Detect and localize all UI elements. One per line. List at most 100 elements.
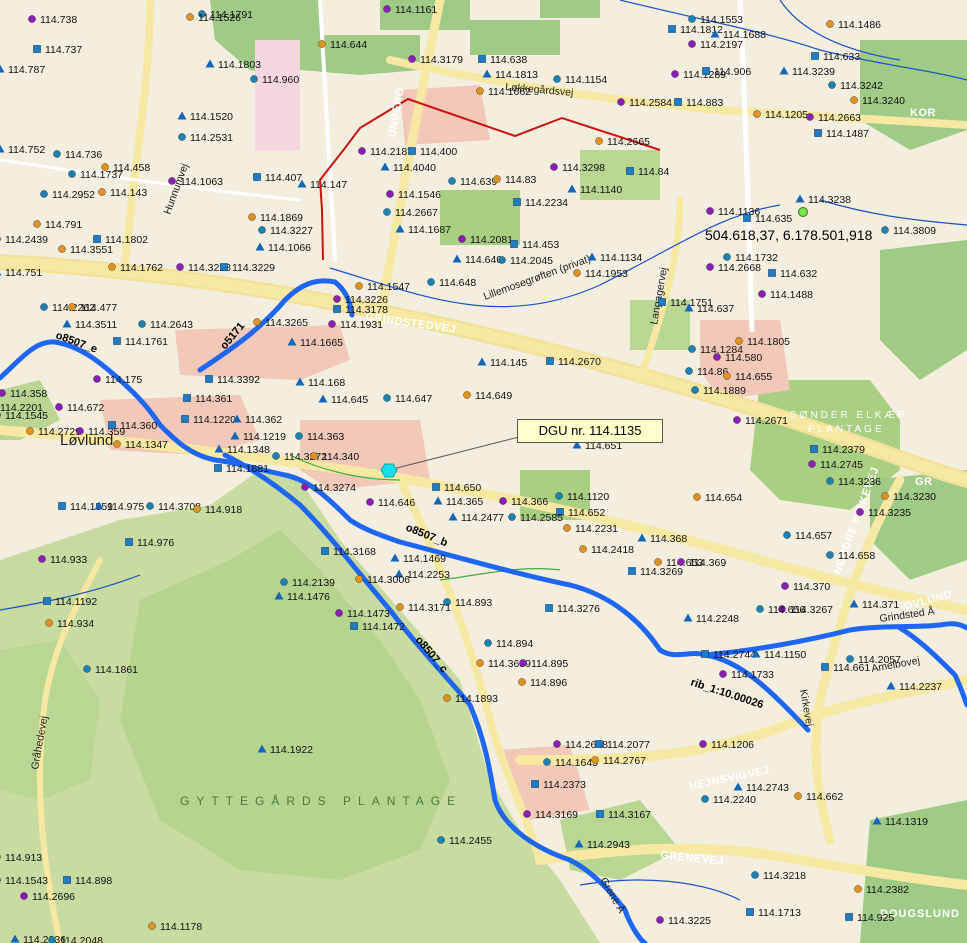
- well[interactable]: 114.1319: [872, 816, 929, 828]
- well[interactable]: 114.3169: [523, 809, 578, 821]
- well-blue-marker[interactable]: [691, 386, 699, 394]
- well-square-marker[interactable]: [113, 337, 121, 345]
- well[interactable]: 114.2382: [854, 884, 909, 896]
- well-purple-marker[interactable]: [333, 295, 341, 303]
- well[interactable]: 114.737: [33, 44, 83, 56]
- well-purple-marker[interactable]: [408, 55, 416, 63]
- well[interactable]: 114.655: [723, 371, 772, 383]
- well[interactable]: 114.672: [55, 402, 104, 414]
- well-triangle-marker[interactable]: [0, 144, 5, 153]
- well-purple-marker[interactable]: [358, 147, 366, 155]
- well-blue-marker[interactable]: [826, 551, 834, 559]
- well[interactable]: 114.3006: [355, 574, 410, 586]
- well[interactable]: 114.1154: [553, 74, 607, 86]
- well-triangle-marker[interactable]: [257, 744, 267, 753]
- well[interactable]: 114.1812: [668, 24, 724, 36]
- well-orange-marker[interactable]: [355, 575, 363, 583]
- well-blue-marker[interactable]: [272, 452, 280, 460]
- well-purple-marker[interactable]: [550, 163, 558, 171]
- well-purple-marker[interactable]: [617, 98, 625, 106]
- well[interactable]: 114.84: [626, 166, 670, 178]
- well[interactable]: 114.975: [94, 501, 145, 513]
- well[interactable]: 114.752: [0, 144, 45, 156]
- well-purple-marker[interactable]: [713, 353, 721, 361]
- well-blue-marker[interactable]: [53, 150, 61, 158]
- well-orange-marker[interactable]: [493, 175, 501, 183]
- well-purple-marker[interactable]: [386, 190, 394, 198]
- well[interactable]: 114.1161: [383, 4, 437, 16]
- well[interactable]: 114.3227: [258, 225, 313, 237]
- well-square-marker[interactable]: [333, 305, 341, 313]
- well-blue-marker[interactable]: [198, 10, 206, 18]
- well-square-marker[interactable]: [205, 375, 213, 383]
- well[interactable]: 114.2077: [595, 739, 651, 751]
- well-triangle-marker[interactable]: [295, 377, 305, 386]
- well[interactable]: 114.934: [45, 618, 94, 630]
- well-orange-marker[interactable]: [753, 110, 761, 118]
- well-triangle-marker[interactable]: [482, 69, 492, 78]
- well-orange-marker[interactable]: [193, 505, 201, 513]
- well-orange-marker[interactable]: [33, 220, 41, 228]
- well-purple-marker[interactable]: [0, 235, 1, 242]
- well-blue-marker[interactable]: [553, 75, 561, 83]
- well[interactable]: 114.895: [519, 658, 568, 670]
- well-square-marker[interactable]: [183, 394, 191, 402]
- well-triangle-marker[interactable]: [574, 839, 584, 848]
- well-orange-marker[interactable]: [58, 245, 66, 253]
- well-purple-marker[interactable]: [808, 460, 816, 468]
- well[interactable]: 114.2668: [706, 262, 761, 274]
- well-square-marker[interactable]: [626, 167, 634, 175]
- well[interactable]: 114.1953: [573, 268, 628, 280]
- well[interactable]: 114.453: [510, 239, 560, 251]
- well[interactable]: 114.3298: [550, 162, 605, 174]
- well[interactable]: 114.1134: [587, 252, 643, 264]
- well[interactable]: 114.1761: [113, 336, 169, 348]
- well[interactable]: 114.896: [518, 677, 567, 689]
- well[interactable]: 114.1284: [688, 344, 743, 356]
- well[interactable]: 114.2663: [806, 112, 861, 124]
- well[interactable]: 114.645: [318, 394, 369, 406]
- well[interactable]: 114.1737: [68, 169, 123, 181]
- well-blue-marker[interactable]: [756, 605, 764, 613]
- well-purple-marker[interactable]: [671, 70, 679, 78]
- well-square-marker[interactable]: [43, 597, 51, 605]
- well[interactable]: 114.650: [432, 482, 482, 494]
- well[interactable]: 114.2201: [0, 402, 43, 414]
- well[interactable]: 114.359: [76, 426, 125, 438]
- well-triangle-marker[interactable]: [380, 162, 390, 171]
- well-purple-marker[interactable]: [706, 263, 714, 271]
- well-square-marker[interactable]: [181, 415, 189, 423]
- well-blue-marker[interactable]: [437, 836, 445, 844]
- well-orange-marker[interactable]: [248, 213, 256, 221]
- well-purple-marker[interactable]: [301, 483, 309, 491]
- well-purple-marker[interactable]: [719, 670, 727, 678]
- well-square-marker[interactable]: [845, 913, 853, 921]
- well-triangle-marker[interactable]: [684, 303, 694, 312]
- well[interactable]: 114.791: [33, 219, 82, 231]
- well-square-marker[interactable]: [702, 67, 710, 75]
- well[interactable]: 114.369: [677, 557, 726, 569]
- well[interactable]: 114.751: [0, 267, 42, 279]
- well[interactable]: 114.1553: [688, 14, 743, 26]
- well[interactable]: 114.3809: [881, 225, 936, 237]
- well[interactable]: 114.1520: [177, 111, 234, 123]
- well[interactable]: 114.1546: [386, 189, 441, 201]
- well[interactable]: 114.787: [0, 64, 45, 76]
- well-triangle-marker[interactable]: [297, 179, 307, 188]
- well-square-marker[interactable]: [811, 52, 819, 60]
- well-orange-marker[interactable]: [563, 524, 571, 532]
- well[interactable]: 114.1732: [723, 252, 778, 264]
- well[interactable]: 114.458: [101, 162, 150, 174]
- well[interactable]: 114.1751: [658, 297, 714, 309]
- well[interactable]: 114.648: [427, 277, 476, 289]
- well[interactable]: 114.2767: [591, 755, 646, 767]
- well[interactable]: 114.3168: [321, 546, 377, 558]
- well-blue-marker[interactable]: [688, 15, 696, 23]
- well[interactable]: 114.1869: [248, 212, 303, 224]
- well-purple-marker[interactable]: [76, 427, 84, 435]
- well[interactable]: 114.1472: [350, 621, 406, 633]
- well[interactable]: 114.1713: [746, 907, 802, 919]
- well[interactable]: 114.1803: [205, 59, 262, 71]
- well[interactable]: 114.1547: [355, 281, 410, 293]
- well-orange-marker[interactable]: [310, 452, 318, 460]
